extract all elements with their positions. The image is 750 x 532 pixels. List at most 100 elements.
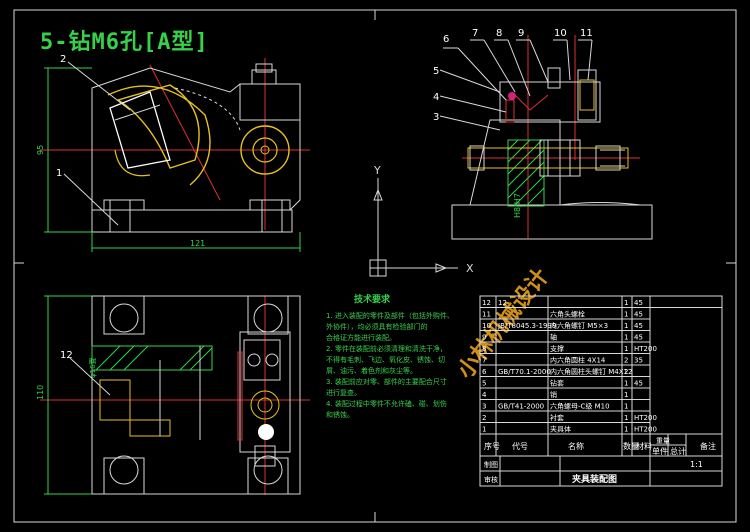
bom-cell: 12	[498, 299, 507, 307]
bom-cell: 6	[482, 368, 487, 376]
bom-cell: 12	[482, 299, 491, 307]
dim-95: 95	[36, 145, 45, 155]
tech-line: 3. 装配前应对零、部件的主要配合尺寸	[326, 377, 447, 386]
bom-cell: 钻套	[550, 379, 564, 388]
title-block-row-b: 审核	[484, 475, 498, 484]
tech-line: 2. 零件在装配前必须清理和清洗干净，	[326, 344, 447, 353]
bom-header-mass: 重量	[656, 437, 670, 445]
bom-cell: 1	[624, 299, 628, 307]
drawing-name: 夹具装配图	[572, 473, 617, 485]
bom-cell: HT200	[634, 414, 657, 422]
bom-cell: 1	[624, 380, 628, 388]
callout-3: 3	[433, 112, 439, 123]
tech-line: 和锈蚀。	[326, 410, 354, 419]
tech-line: 外协件），均必须具有检验部门的	[326, 322, 428, 331]
bom-cell: 支撑	[550, 344, 564, 353]
bom-cell: 1	[482, 426, 486, 434]
bom-cell: 45	[634, 334, 643, 342]
tech-line: 1. 进入装配的零件及部件（包括外购件、	[326, 311, 454, 320]
tech-title: 技术要求	[354, 293, 391, 305]
bom-cell: 45	[634, 380, 643, 388]
bom-cell: 六角头螺栓	[550, 310, 585, 319]
bom-header-cell: 代号	[512, 441, 528, 451]
bom-cell: 2	[624, 357, 628, 365]
callout-1: 1	[56, 168, 62, 179]
bom-cell: 45	[634, 322, 643, 330]
scale-value: 1:1	[690, 460, 703, 469]
bom-cell: 衬套	[550, 413, 564, 422]
dim-121: 121	[190, 239, 205, 248]
bom-cell: 4	[482, 391, 487, 399]
bom-cell: 1	[624, 311, 628, 319]
bom-cell: 夹具体	[550, 425, 571, 434]
bom-cell: 内六角圆柱头螺钉 M4X12	[550, 367, 632, 376]
callout-12: 12	[60, 350, 73, 361]
front-view-top-left: 95 121 2 1	[36, 54, 310, 252]
bom-cell: 3	[482, 403, 486, 411]
bom-cell: 9	[482, 334, 486, 342]
tech-line: 进行复查。	[326, 388, 361, 397]
bom-cell: 1	[624, 403, 628, 411]
callout-7: 7	[472, 28, 478, 39]
bom-cell: 内六角圆柱 4X14	[550, 356, 606, 365]
callout-9: 9	[518, 28, 524, 39]
bom-cell: 1	[624, 334, 628, 342]
bom-cell: 8	[482, 345, 486, 353]
bom-cell: 内六角螺钉 M5×3	[550, 321, 608, 330]
callout-6: 6	[443, 34, 449, 45]
bom-cell: 1	[624, 322, 628, 330]
ucs-y-label: Y	[373, 164, 381, 177]
bom-cell: 1	[624, 414, 628, 422]
bom-header-cell: 备注	[700, 441, 716, 451]
bom-cell: 2	[482, 414, 486, 422]
bom-cell: GB/T41-2000	[498, 403, 544, 411]
top-view-bottom-left: 110 φ16置 12	[36, 295, 310, 495]
bom-cell: HT200	[634, 345, 657, 353]
ucs-x-label: X	[466, 262, 474, 275]
callout-10: 10	[554, 28, 567, 39]
callout-2: 2	[60, 54, 66, 65]
bom-cell: 2	[624, 368, 628, 376]
bom-cell: 销	[550, 390, 557, 399]
technical-requirements: 技术要求 1. 进入装配的零件及部件（包括外购件、 外协件），均必须具有检验部门…	[326, 293, 454, 419]
bom-cell: JB/T8045.3-1999	[497, 322, 556, 330]
bom-cell: 1	[624, 391, 628, 399]
callout-group-top	[439, 39, 593, 131]
bom-header-cell: 序号	[484, 441, 500, 451]
callout-4: 4	[433, 92, 439, 103]
bom-cell: 10	[482, 322, 491, 330]
bom-header-cell: 总计	[670, 446, 686, 456]
bom-cell: 11	[482, 311, 491, 319]
dim-phi16: φ16置	[89, 357, 97, 378]
title-block-row-a: 制图	[484, 460, 498, 469]
bom-header-cell: 数量	[623, 441, 639, 451]
bom-header-cell: 材料	[636, 441, 652, 451]
callout-5: 5	[433, 66, 439, 77]
bom-cell: 35	[634, 357, 643, 365]
tech-line: 屑、油污、着色剂和灰尘等。	[326, 366, 417, 375]
bom-cell: 1	[624, 426, 628, 434]
bom-cell: 5	[482, 380, 486, 388]
bom-cell: 轴	[550, 333, 557, 342]
bom-cell: HT200	[634, 426, 657, 434]
dim-110: 110	[36, 385, 45, 400]
ucs-icon	[369, 178, 458, 277]
tech-line: 合格证方能进行装配。	[326, 333, 396, 342]
bom-cell: 45	[634, 311, 643, 319]
bom-header-cell: 名称	[568, 441, 584, 451]
bom-cell: GB/T70.1-2000	[498, 368, 551, 376]
bom-cell: 1	[624, 345, 628, 353]
bom-cell: 45	[634, 299, 643, 307]
callout-11: 11	[580, 28, 593, 39]
callout-8: 8	[496, 28, 502, 39]
bom-cell: 六角螺母-C级 M10	[550, 402, 610, 411]
dim-h8h7: H8/H7	[513, 193, 522, 218]
bom-header-cell: 单件	[652, 446, 668, 456]
tech-line: 不得有毛刺、飞边、氧化皮、锈蚀、切	[326, 355, 445, 364]
bom-cell: 7	[482, 357, 486, 365]
tech-line: 4. 装配过程中零件不允许磕、碰、划伤	[326, 399, 447, 408]
side-view-top-right: H8/H7 6 7 8 9 10 11 5 4 3	[433, 28, 653, 240]
